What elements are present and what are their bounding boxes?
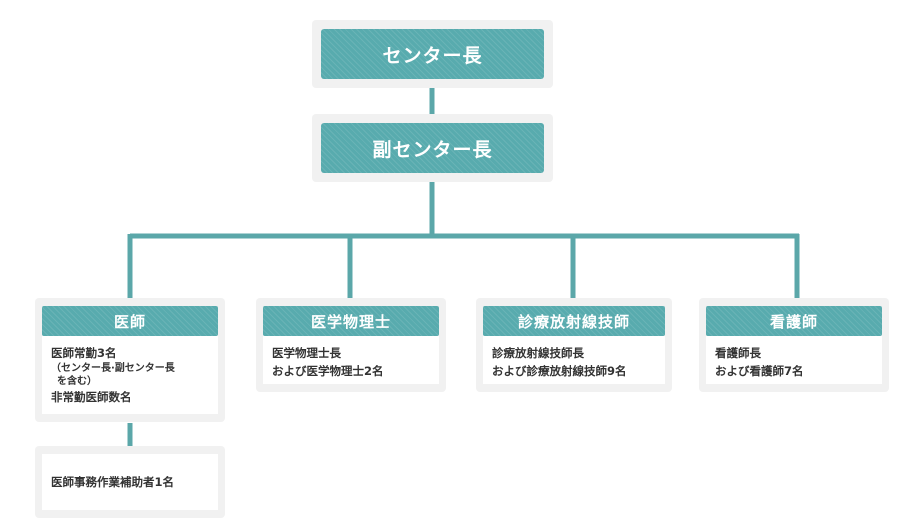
- assistant-node: 医師事務作業補助者1名: [35, 446, 225, 518]
- dept-line: （センター長·副センター長: [51, 363, 175, 374]
- dept-line: を含む）: [57, 376, 97, 387]
- assistant-label: 医師事務作業補助者1名: [42, 454, 218, 510]
- dept-body-physicists: 医学物理士長 および医学物理士2名: [263, 336, 439, 384]
- dept-radiographers: 診療放射線技師 診療放射線技師長 および診療放射線技師9名: [476, 298, 672, 392]
- dept-line: 医学物理士長: [272, 346, 341, 360]
- dept-line: および看護師7名: [715, 364, 804, 378]
- dept-title-nurses: 看護師: [706, 306, 882, 336]
- dept-physicists: 医学物理士 医学物理士長 および医学物理士2名: [256, 298, 446, 392]
- deputy-director-node: 副センター長: [312, 114, 553, 182]
- dept-line: 医師常勤3名: [51, 346, 117, 360]
- dept-line: および診療放射線技師9名: [492, 364, 627, 378]
- dept-body-physicians: 医師常勤3名 （センター長·副センター長 を含む） 非常勤医師数名: [42, 336, 218, 414]
- director-label: センター長: [321, 29, 544, 79]
- dept-line: 看護師長: [715, 346, 761, 360]
- dept-title-radiographers: 診療放射線技師: [483, 306, 665, 336]
- dept-line: 診療放射線技師長: [492, 346, 584, 360]
- dept-body-nurses: 看護師長 および看護師7名: [706, 336, 882, 384]
- dept-body-radiographers: 診療放射線技師長 および診療放射線技師9名: [483, 336, 665, 384]
- dept-line: 非常勤医師数名: [51, 390, 132, 404]
- dept-title-physicians: 医師: [42, 306, 218, 336]
- dept-line: および医学物理士2名: [272, 364, 384, 378]
- dept-physicians: 医師 医師常勤3名 （センター長·副センター長 を含む） 非常勤医師数名: [35, 298, 225, 422]
- dept-title-physicists: 医学物理士: [263, 306, 439, 336]
- deputy-director-label: 副センター長: [321, 123, 544, 173]
- dept-nurses: 看護師 看護師長 および看護師7名: [699, 298, 889, 392]
- director-node: センター長: [312, 20, 553, 88]
